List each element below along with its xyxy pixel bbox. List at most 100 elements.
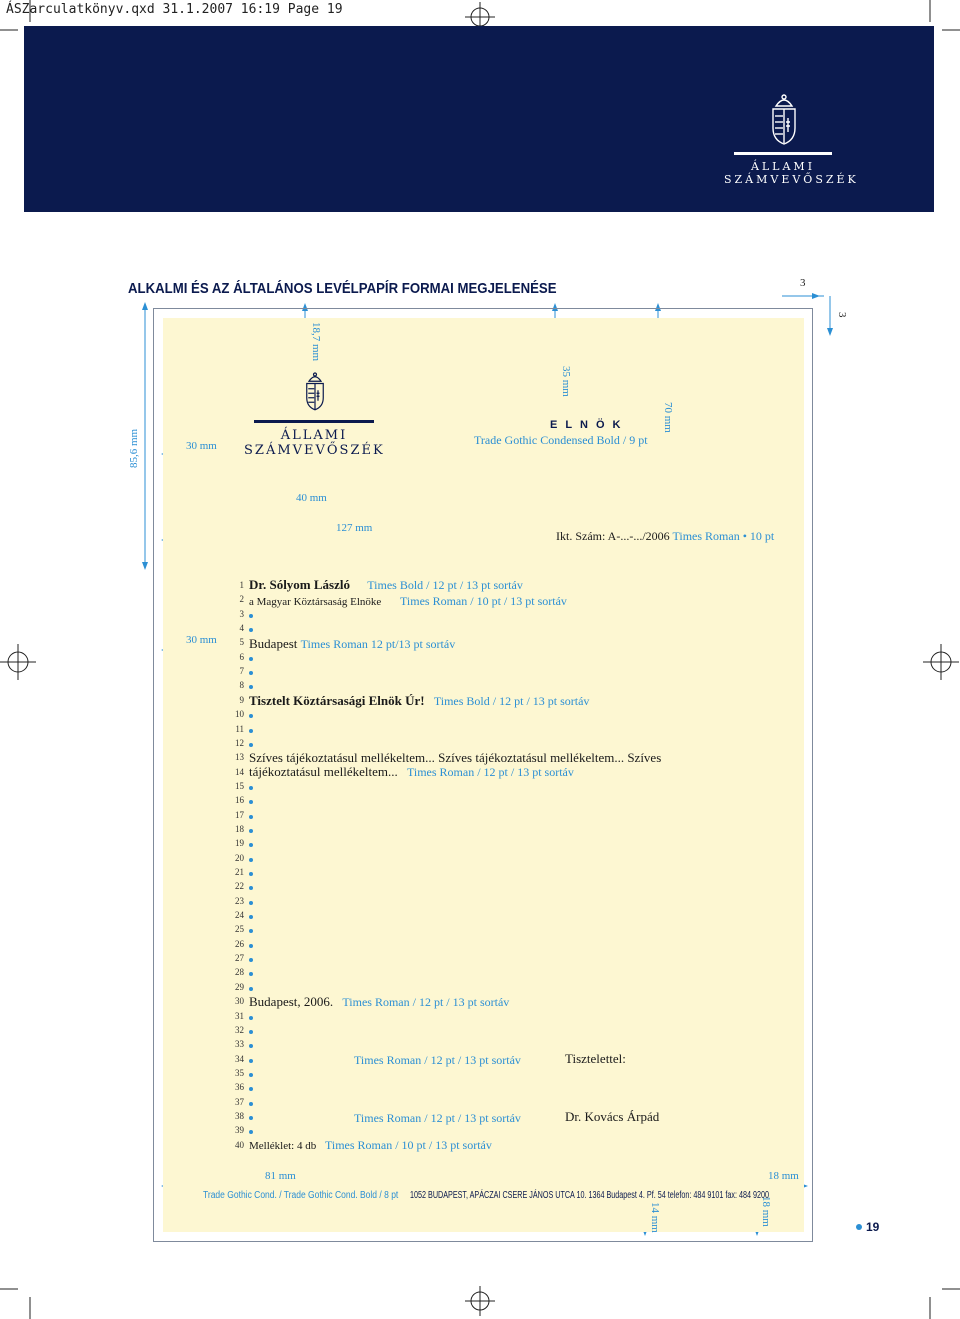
line-bullet-icon	[249, 785, 253, 790]
line-bullet-icon	[249, 1130, 253, 1135]
logo-rule	[254, 420, 374, 423]
body-spec: Times Roman / 12 pt / 13 pt sortáv	[406, 765, 574, 779]
line-bullet-icon	[249, 628, 253, 633]
line-bullet-icon	[249, 828, 253, 833]
line-bullet-icon	[249, 1015, 253, 1020]
coat-of-arms-icon	[306, 372, 324, 411]
dimension-14mm: 14 mm	[649, 1202, 661, 1233]
line-bullet-icon	[249, 1044, 253, 1049]
dimension-30mm-left: 30 mm	[186, 634, 217, 646]
line-number: 14	[235, 766, 244, 777]
line-bullet-icon	[249, 814, 253, 819]
line-bullet-icon	[249, 685, 253, 690]
line-number: 17	[235, 809, 244, 820]
banner-rule	[734, 152, 832, 155]
paper-outline	[153, 308, 813, 1242]
dimension-81mm: 81 mm	[265, 1170, 296, 1182]
date-spec: Times Roman / 12 pt / 13 pt sortáv	[342, 995, 510, 1009]
recipient-title: a Magyar Köztársaság Elnöke	[249, 596, 382, 608]
line-bullet-icon	[249, 728, 253, 733]
line-number: 7	[239, 666, 245, 677]
reference-number: Ikt. Szám: A-...-.../2006	[556, 529, 670, 543]
line-number: 4	[239, 623, 245, 634]
line-number: 22	[235, 881, 244, 892]
line-bullet-icon	[249, 1087, 253, 1092]
greeting-spec: Times Roman / 12 pt / 13 pt sortáv	[354, 1053, 521, 1067]
recipient-name-spec: Times Bold / 12 pt / 13 pt sortáv	[367, 578, 523, 592]
coat-of-arms-icon	[772, 94, 796, 145]
line-bullet-icon	[249, 986, 253, 991]
recipient-title-spec: Times Roman / 10 pt / 13 pt sortáv	[400, 594, 567, 608]
line-bullet-icon	[249, 943, 253, 948]
date-line: Budapest, 2006. Times Roman / 12 pt / 13…	[249, 994, 509, 1010]
bullet-icon: •	[742, 529, 747, 543]
bleed-vertical-label: 3	[836, 312, 848, 318]
recipient-title-line: a Magyar Köztársaság Elnöke Times Roman …	[249, 594, 567, 609]
line-bullet-icon	[249, 929, 253, 934]
line-bullet-icon	[249, 1058, 253, 1063]
line-number: 26	[235, 938, 244, 949]
elnok-font-spec: Trade Gothic Condensed Bold / 9 pt	[474, 433, 648, 447]
line-number: 6	[239, 651, 245, 662]
city-spec: Times Roman 12 pt/13 pt sortáv	[300, 637, 456, 651]
line-bullet-icon	[249, 872, 253, 876]
line-bullet-icon	[249, 1029, 253, 1034]
reference-font-size: 10 pt	[749, 529, 775, 543]
line-number: 34	[235, 1053, 244, 1064]
line-number: 28	[235, 967, 244, 978]
footer-address: 1052 BUDAPEST, APÁCZAI CSERE JÁNOS UTCA …	[410, 1190, 770, 1201]
line-number: 38	[235, 1110, 244, 1121]
greeting: Tisztelettel:	[565, 1051, 626, 1066]
page-bullet-icon	[856, 1224, 862, 1230]
bleed-horizontal-label: 3	[800, 277, 806, 289]
page-number: 19	[866, 1220, 880, 1234]
line-number: 23	[235, 895, 244, 906]
line-bullet-icon	[249, 1101, 253, 1106]
attachment: Melléklet: 4 db	[249, 1140, 317, 1152]
line-bullet-icon	[249, 900, 253, 905]
line-bullet-icon	[249, 972, 253, 977]
dimension-70mm: 70 mm	[662, 402, 674, 433]
reference-font-spec: Times Roman	[672, 529, 740, 543]
line-number: 5	[239, 637, 245, 648]
city: Budapest	[249, 636, 298, 651]
line-bullet-icon	[249, 915, 253, 920]
salutation-line: Tisztelt Köztársasági Elnök Úr! Times Bo…	[249, 693, 589, 709]
dimension-18mm: 18 mm	[768, 1170, 799, 1182]
line-number: 11	[235, 723, 244, 734]
line-bullet-icon	[249, 656, 253, 661]
recipient-line: Dr. Sólyom László Times Bold / 12 pt / 1…	[249, 577, 523, 593]
line-number: 20	[235, 852, 244, 863]
line-number: 13	[235, 752, 244, 763]
banner-title-line1: ÁLLAMI	[750, 160, 816, 173]
line-number: 15	[235, 780, 244, 791]
line-number: 36	[235, 1082, 244, 1093]
line-number: 12	[235, 737, 244, 748]
line-bullet-icon	[249, 1072, 253, 1077]
salutation-spec: Times Bold / 12 pt / 13 pt sortáv	[433, 694, 590, 708]
signature: Dr. Kovács Árpád	[565, 1109, 660, 1124]
line-number: 39	[235, 1125, 244, 1136]
dimension-85-6mm: 85,6 mm	[128, 428, 140, 468]
reference-number-line: Ikt. Szám: A-...-.../2006 Times Roman • …	[556, 529, 774, 544]
line-number: 31	[235, 1010, 244, 1021]
line-number: 30	[235, 996, 244, 1007]
line-number: 40	[235, 1139, 244, 1150]
header-banner	[24, 26, 934, 212]
attachment-spec: Times Roman / 10 pt / 13 pt sortáv	[324, 1138, 492, 1152]
line-number: 8	[239, 680, 245, 691]
recipient-name: Dr. Sólyom László	[249, 577, 350, 592]
line-bullet-icon	[249, 886, 253, 891]
dimension-127mm: 127 mm	[336, 522, 373, 534]
line-number: 21	[235, 867, 244, 877]
file-header: ÁSZarculatkönyv.qxd 31.1.2007 16:19 Page…	[6, 2, 343, 17]
line-number: 2	[239, 594, 245, 605]
body-text-2: tájékoztatásul mellékeltem...	[249, 764, 398, 779]
line-number: 37	[235, 1096, 244, 1107]
logo-title-line1: ÁLLAMI	[280, 428, 348, 443]
line-bullet-icon	[249, 742, 253, 747]
line-number: 32	[235, 1024, 244, 1035]
line-number: 27	[235, 953, 244, 964]
city-line: Budapest Times Roman 12 pt/13 pt sortáv	[249, 636, 455, 652]
